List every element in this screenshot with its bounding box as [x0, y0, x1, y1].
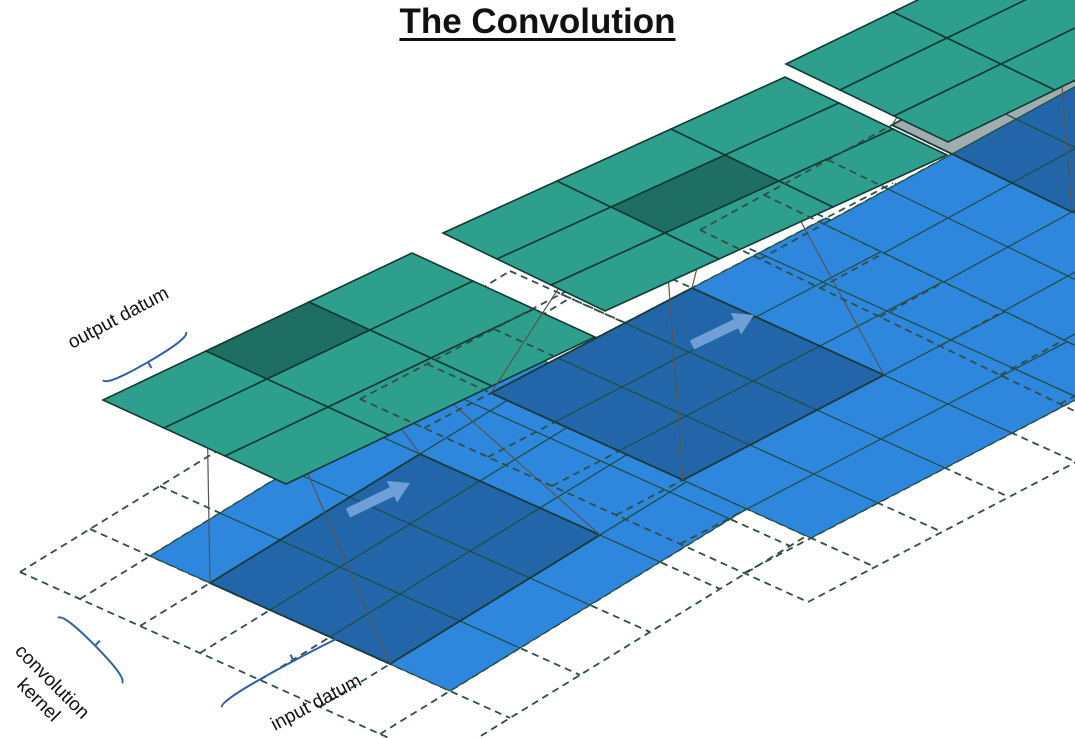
output-cell: [945, 0, 1075, 65]
input-cell: [1006, 211, 1075, 277]
page-title: The Convolution: [399, 2, 676, 41]
arrow-head: [386, 480, 410, 503]
input-cell: [1062, 333, 1075, 346]
output-cell: [891, 0, 1028, 39]
output-cell: [999, 27, 1075, 91]
output-datum-1: [101, 252, 597, 485]
arrow-shaft: [345, 487, 395, 518]
input-cell: [1002, 275, 1075, 341]
output-datum-label: output datum: [64, 283, 172, 354]
kernel-brace: [57, 616, 124, 684]
padding-line: [807, 461, 1075, 603]
input-cell: [946, 368, 1075, 434]
output-datum-2: [441, 76, 949, 312]
padding-line: [699, 229, 1075, 413]
arrow-shaft: [689, 319, 739, 350]
input-datum-label: input datum: [267, 670, 365, 735]
arrow-head: [730, 312, 754, 335]
input-cell: [1013, 336, 1075, 397]
input-datum-brace: [220, 625, 373, 708]
output-datum-3: [784, 0, 1075, 143]
arrow-right-icon: [689, 312, 754, 350]
stage-3: [699, 0, 1075, 413]
padding-line: [19, 571, 392, 738]
output-datum-brace: [102, 331, 188, 383]
padding-line: [359, 398, 809, 603]
arrow-right-icon: [345, 480, 410, 518]
input-cell: [1066, 271, 1075, 281]
output-cell: [777, 128, 949, 208]
